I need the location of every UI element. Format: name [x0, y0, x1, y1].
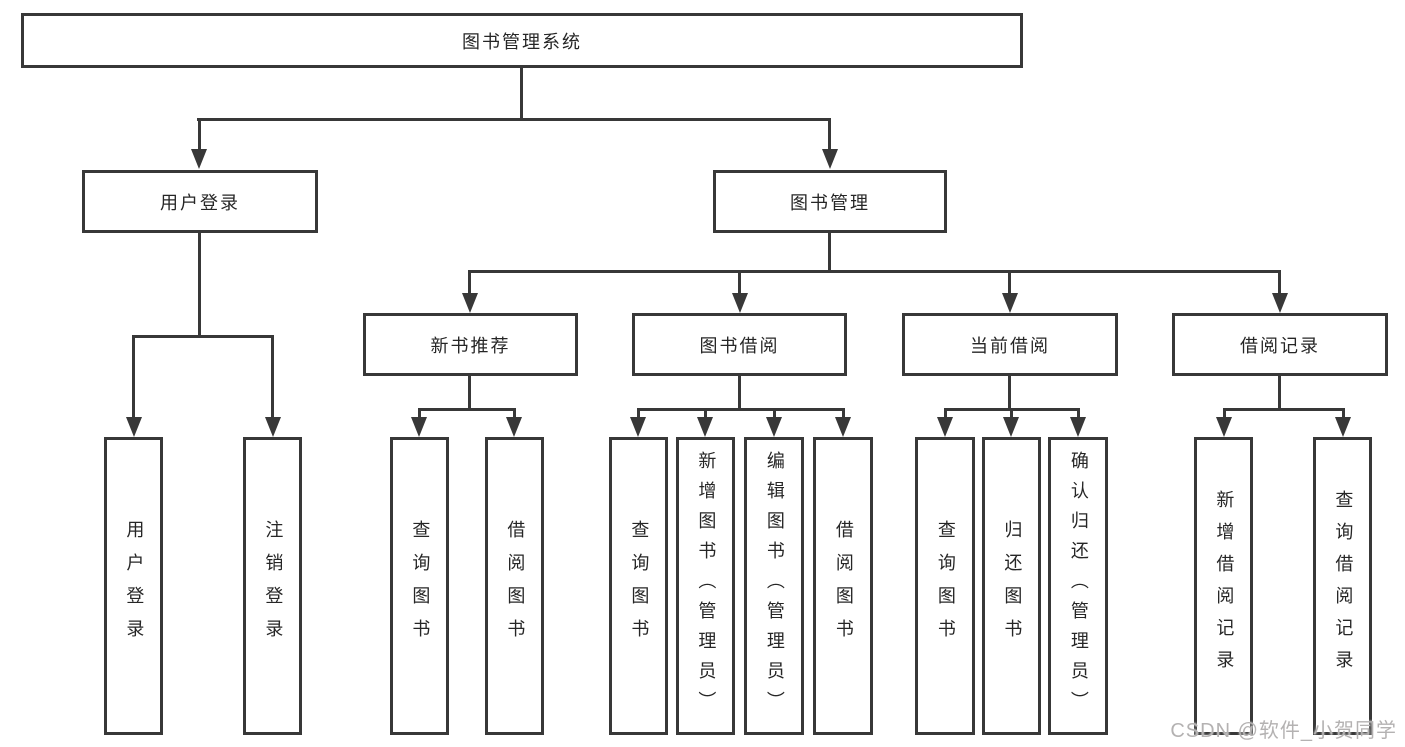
node-user-login: 用户登录: [82, 170, 318, 233]
node-current-borrowing: 当前借阅: [902, 313, 1118, 376]
connector-line: [828, 233, 831, 270]
leaf-label: 查询图书: [935, 520, 956, 652]
leaf-nbr-query-book: 查询图书: [390, 437, 449, 735]
leaf-bb-borrow-book: 借阅图书: [813, 437, 873, 735]
leaf-cb-query-book: 查询图书: [915, 437, 975, 735]
connector-line: [271, 335, 274, 419]
connector-line: [513, 408, 516, 419]
arrowhead-icon: [191, 149, 207, 169]
arrowhead-icon: [732, 293, 748, 313]
arrowhead-icon: [1003, 417, 1019, 437]
leaf-label: 注销登录: [263, 520, 284, 652]
leaf-cb-return-book: 归还图书: [982, 437, 1041, 735]
leaf-br-add-record: 新增借阅记录: [1194, 437, 1253, 735]
leaf-label: 归还图书: [1002, 520, 1023, 652]
arrowhead-icon: [462, 293, 478, 313]
leaf-label: 借阅图书: [833, 520, 854, 652]
leaf-user-login: 用户登录: [104, 437, 163, 735]
connector-line: [1008, 376, 1011, 408]
arrowhead-icon: [411, 417, 427, 437]
connector-line: [704, 408, 707, 419]
leaf-br-query-record: 查询借阅记录: [1313, 437, 1372, 735]
connector-line: [418, 408, 421, 419]
arrowhead-icon: [822, 149, 838, 169]
arrowhead-icon: [506, 417, 522, 437]
connector-line: [520, 68, 523, 118]
connector-line: [1223, 408, 1344, 411]
leaf-label: 查询借阅记录: [1333, 490, 1354, 682]
arrowhead-icon: [265, 417, 281, 437]
connector-line: [418, 408, 515, 411]
connector-line: [1278, 270, 1281, 295]
node-book-borrowing: 图书借阅: [632, 313, 847, 376]
leaf-label: 确认归还（管理员）: [1068, 451, 1089, 721]
connector-line: [773, 408, 776, 419]
leaf-label: 新增借阅记录: [1214, 490, 1235, 682]
arrowhead-icon: [1002, 293, 1018, 313]
arrowhead-icon: [1070, 417, 1086, 437]
connector-line: [132, 335, 274, 338]
connector-line: [198, 118, 201, 154]
connector-line: [1010, 408, 1013, 419]
arrowhead-icon: [1272, 293, 1288, 313]
arrowhead-icon: [630, 417, 646, 437]
connector-line: [198, 233, 201, 335]
node-book-management: 图书管理: [713, 170, 947, 233]
connector-line: [637, 408, 640, 419]
leaf-label: 查询图书: [629, 520, 650, 652]
connector-line: [468, 270, 471, 295]
arrowhead-icon: [937, 417, 953, 437]
leaf-label: 编辑图书（管理员）: [764, 451, 785, 721]
csdn-watermark: CSDN @软件_小贺同学: [1170, 720, 1397, 742]
leaf-bb-add-book-admin: 新增图书（管理员）: [676, 437, 735, 735]
arrowhead-icon: [766, 417, 782, 437]
leaf-bb-edit-book-admin: 编辑图书（管理员）: [744, 437, 804, 735]
connector-line: [738, 376, 741, 408]
connector-line: [1223, 408, 1226, 419]
leaf-label: 查询图书: [410, 520, 431, 652]
arrowhead-icon: [835, 417, 851, 437]
leaf-label: 用户登录: [124, 520, 145, 652]
connector-line: [1278, 376, 1281, 408]
connector-line: [944, 408, 947, 419]
connector-line: [1077, 408, 1080, 419]
arrowhead-icon: [126, 417, 142, 437]
connector-line: [842, 408, 845, 419]
connector-line: [132, 335, 135, 419]
connector-line: [828, 118, 831, 154]
node-root-library-system: 图书管理系统: [21, 13, 1023, 68]
leaf-nbr-borrow-book: 借阅图书: [485, 437, 544, 735]
connector-line: [1008, 270, 1011, 295]
connector-line: [468, 376, 471, 408]
arrowhead-icon: [1216, 417, 1232, 437]
connector-line: [738, 270, 741, 295]
connector-line: [197, 118, 831, 121]
leaf-cb-confirm-return-admin: 确认归还（管理员）: [1048, 437, 1108, 735]
connector-line: [468, 270, 1281, 273]
arrowhead-icon: [1335, 417, 1351, 437]
node-new-book-recommend: 新书推荐: [363, 313, 578, 376]
node-borrowing-records: 借阅记录: [1172, 313, 1388, 376]
arrowhead-icon: [697, 417, 713, 437]
leaf-bb-query-book: 查询图书: [609, 437, 668, 735]
leaf-label: 借阅图书: [505, 520, 526, 652]
connector-line: [637, 408, 844, 411]
leaf-logout-login: 注销登录: [243, 437, 302, 735]
leaf-label: 新增图书（管理员）: [696, 451, 717, 721]
connector-line: [1342, 408, 1345, 419]
